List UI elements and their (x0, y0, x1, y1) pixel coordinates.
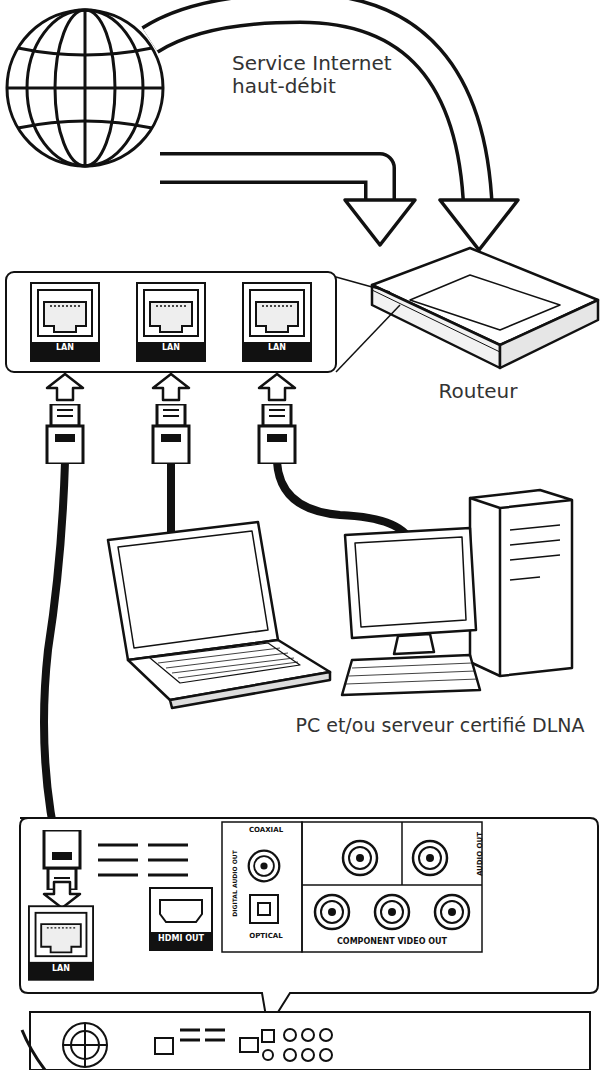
device-label: Routeur (418, 380, 538, 403)
port-label: OPTICAL (238, 932, 294, 940)
port-label: LAN (242, 343, 312, 352)
rca-jack (315, 895, 349, 929)
insert-arrow (259, 374, 295, 400)
globe (7, 10, 163, 166)
laptop (108, 522, 330, 708)
internet-arrow (150, 8, 518, 250)
device-label: PC et/ou serveur certifié DLNA (280, 715, 600, 737)
insert-arrow (47, 374, 83, 400)
hdmi-port (150, 888, 212, 950)
port-label: LAN (136, 343, 206, 352)
ethernet-plug (153, 404, 189, 464)
desktop-pc (342, 490, 572, 695)
insert-arrow (44, 882, 80, 908)
port-label: COMPONENT VIDEO OUT (302, 937, 482, 946)
router (372, 248, 598, 368)
ethernet-plug (259, 404, 295, 464)
port-label: HDMI OUT (150, 934, 212, 943)
lan-port (137, 283, 205, 361)
rca-jack (375, 895, 409, 929)
lan-port (31, 283, 99, 361)
coaxial-jack (249, 851, 280, 882)
player-panel (20, 818, 598, 1028)
rca-jack (413, 841, 447, 875)
router-panel (6, 272, 336, 372)
port-label: AUDIO OUT (476, 814, 484, 894)
vents (98, 845, 188, 875)
port-label: DIGITAL AUDIO OUT (232, 828, 239, 938)
ethernet-plug (47, 404, 83, 464)
insert-arrow (153, 374, 189, 400)
caption-label: Service Internet haut-débit (232, 52, 432, 98)
port-label: LAN (30, 343, 100, 352)
optical-port (250, 895, 278, 923)
callout-line (336, 277, 400, 372)
port-label: LAN (28, 964, 94, 973)
port-label: COAXIAL (238, 826, 294, 834)
player-body (22, 1012, 590, 1070)
rca-jack (343, 841, 377, 875)
lan-port (243, 283, 311, 361)
panel-dividers (222, 822, 482, 952)
rca-jack (435, 895, 469, 929)
lan-port (29, 906, 93, 980)
